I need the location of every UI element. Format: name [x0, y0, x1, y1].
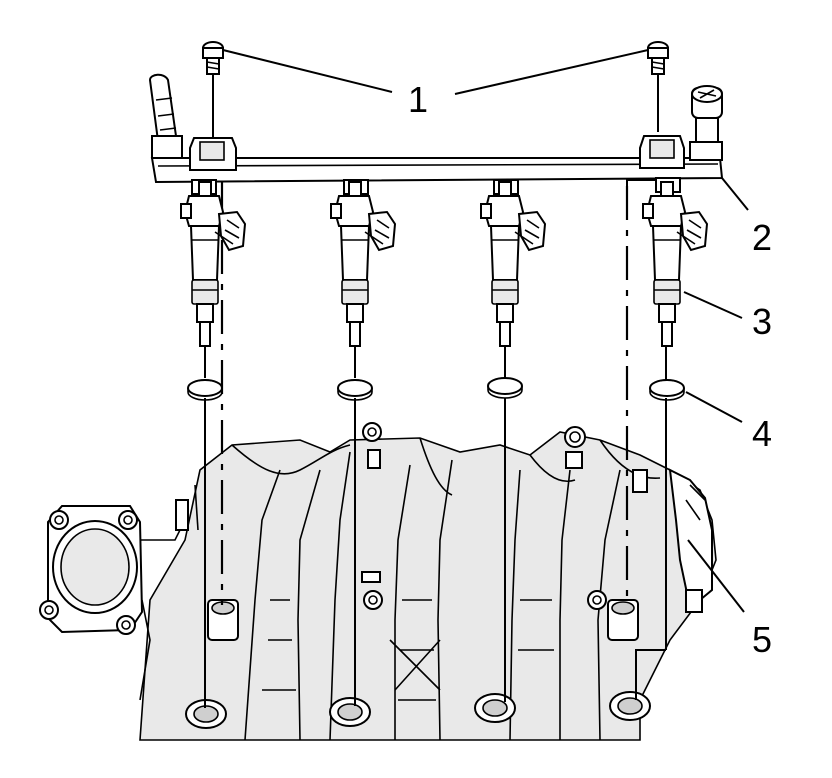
leader-5	[687, 539, 745, 613]
intake-manifold	[39, 422, 717, 741]
leader-2	[721, 177, 749, 211]
rail-bolts	[202, 41, 669, 75]
fuel-rail	[148, 73, 724, 195]
callout-1: 1	[408, 79, 428, 120]
lower-ports	[185, 691, 651, 729]
seal-2	[337, 379, 373, 401]
seal-4	[649, 379, 685, 401]
injector-3	[480, 181, 547, 347]
seal-1	[187, 379, 223, 401]
leader-4	[685, 391, 743, 423]
bolt-left	[202, 41, 224, 75]
callout-5: 5	[752, 619, 772, 660]
injector-1	[180, 181, 247, 347]
leader-3	[683, 291, 743, 319]
leader-1-left	[222, 49, 393, 93]
leader-lines	[222, 49, 749, 613]
callout-2: 2	[752, 217, 772, 258]
injector-seals	[187, 377, 685, 401]
bolt-right	[647, 41, 669, 75]
callout-4: 4	[752, 413, 772, 454]
injector-4	[642, 181, 709, 347]
leader-1-right	[454, 49, 649, 95]
fuel-injectors	[180, 181, 709, 347]
callouts: 1 2 3 4 5	[408, 79, 772, 660]
injector-2	[330, 181, 397, 347]
callout-3: 3	[752, 301, 772, 342]
seal-3	[487, 377, 523, 399]
